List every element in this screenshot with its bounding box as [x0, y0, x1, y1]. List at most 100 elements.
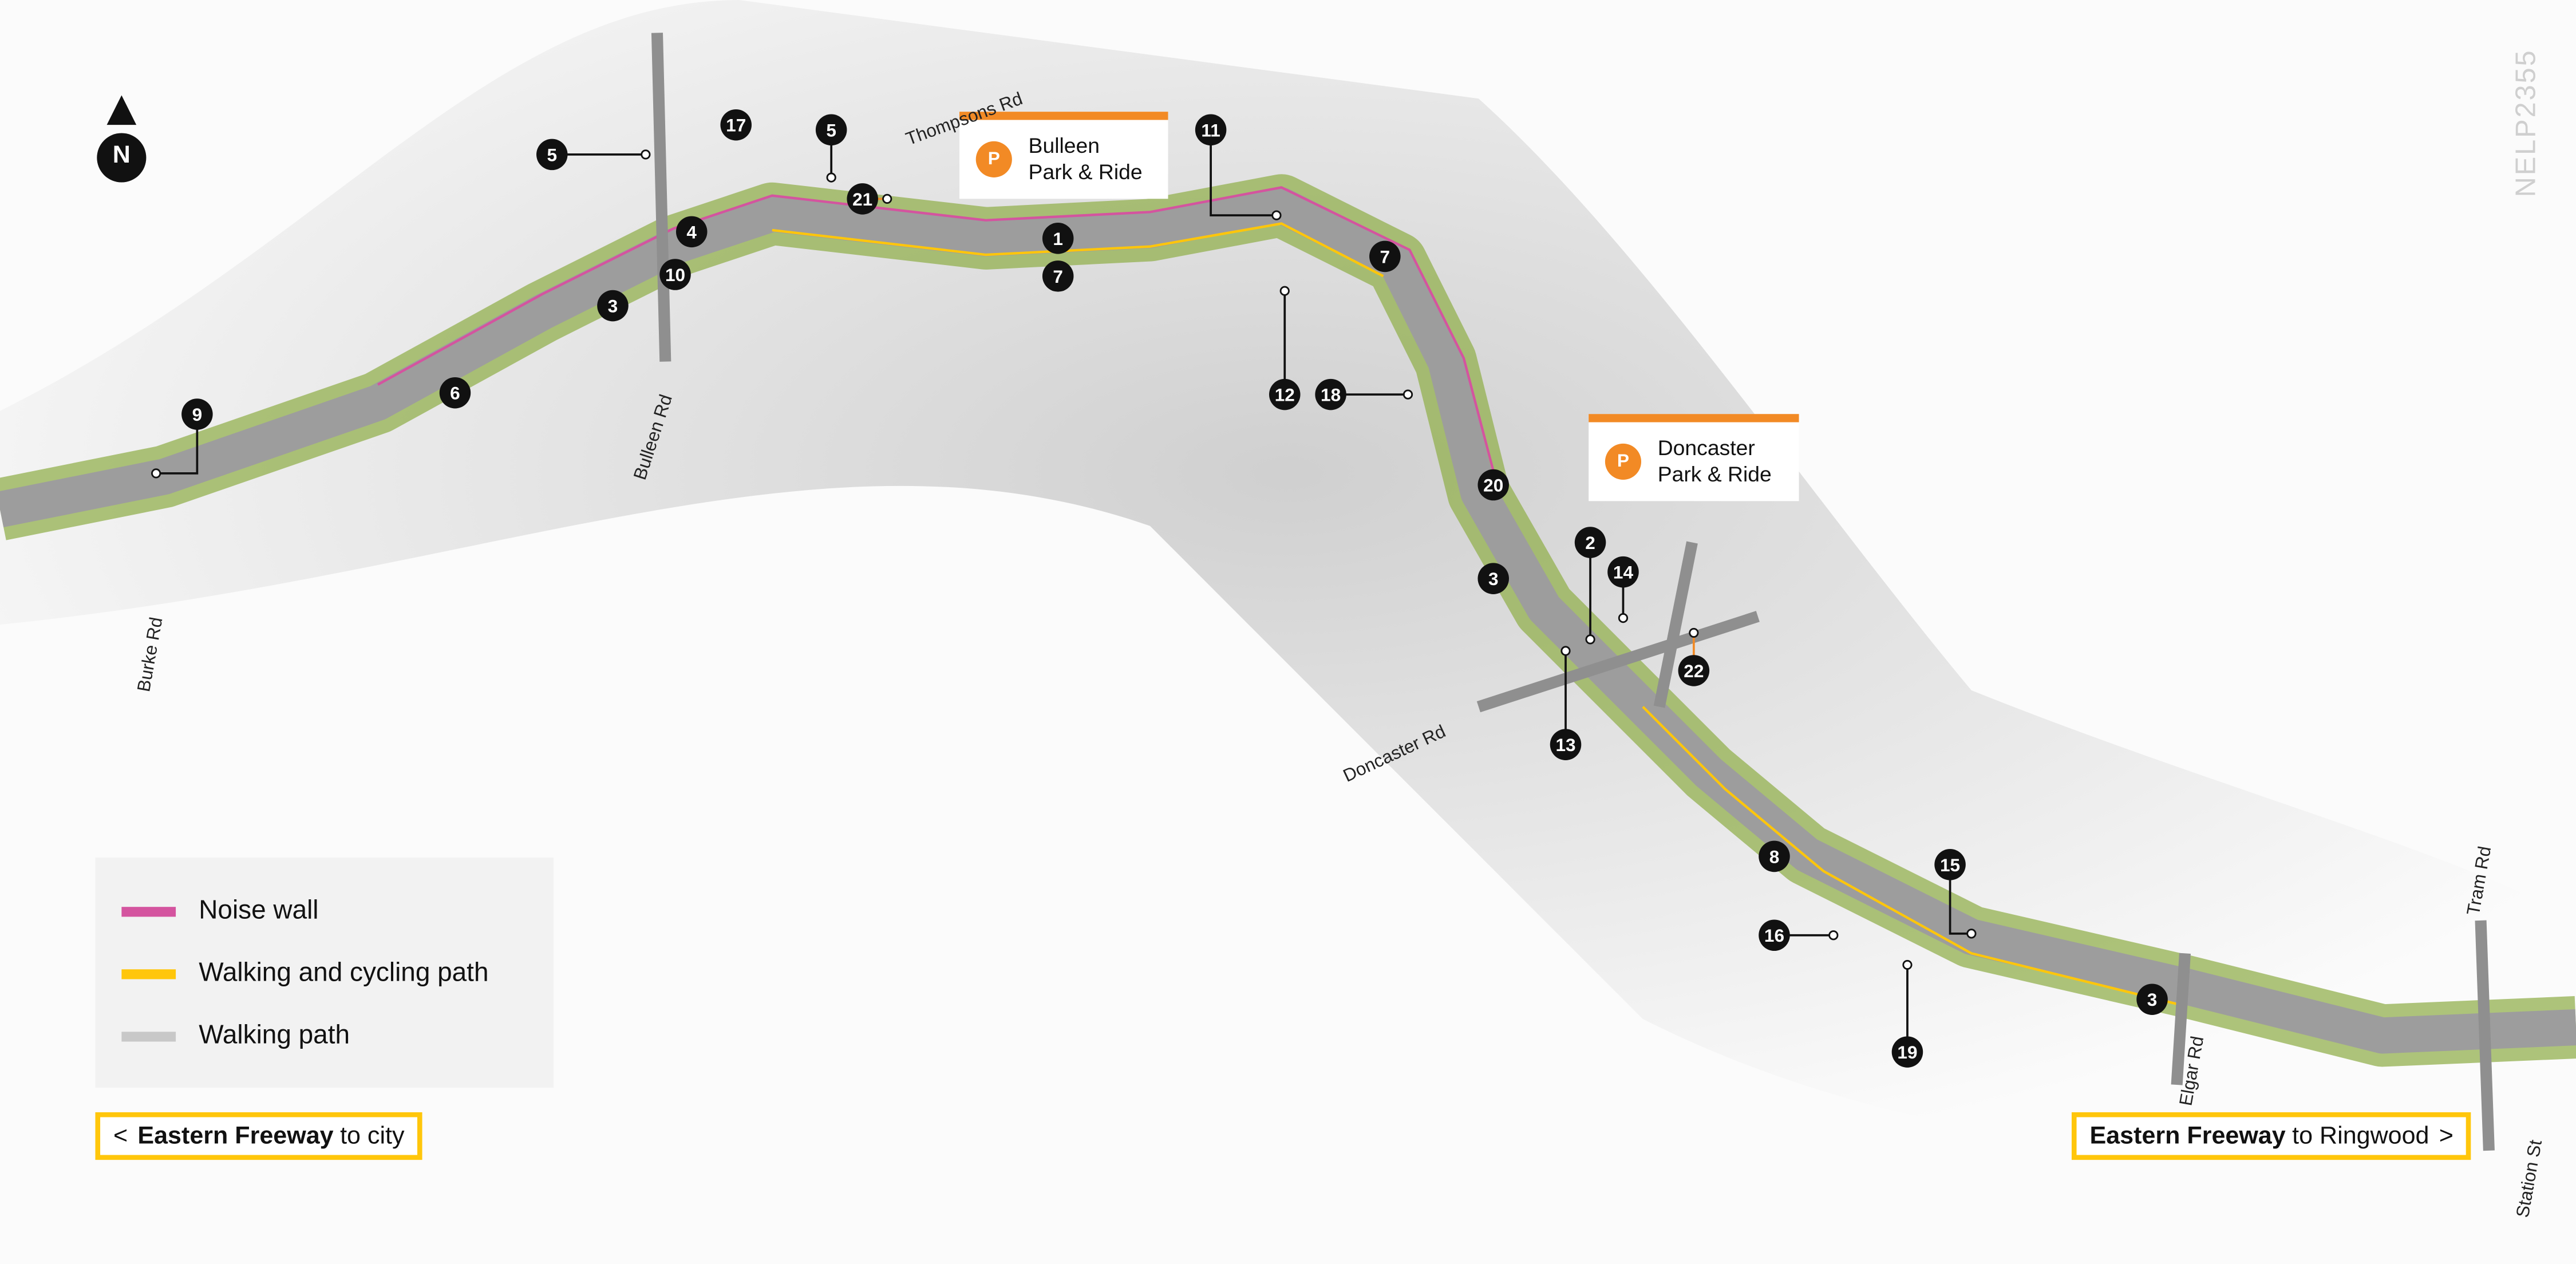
map-marker-7[interactable]: 7	[1042, 260, 1074, 292]
legend-noise-wall: Noise wall	[121, 896, 319, 927]
marker-number: 22	[1684, 661, 1704, 681]
legend-swatch	[121, 907, 176, 917]
legend-label: Noise wall	[199, 896, 319, 925]
map-marker-16[interactable]: 16	[1759, 919, 1839, 951]
marker-badge	[659, 259, 691, 290]
marker-badge	[1550, 729, 1582, 760]
road-label-burke: Burke Rd	[135, 615, 168, 694]
map-marker-5[interactable]: 5	[536, 139, 651, 171]
map-marker-18[interactable]: 18	[1315, 378, 1413, 410]
marker-badge	[1477, 563, 1510, 594]
map-marker-14[interactable]: 14	[1607, 556, 1639, 623]
marker-badge	[1759, 840, 1790, 872]
marker-badge	[1269, 378, 1301, 410]
legend-swatch	[121, 1032, 176, 1042]
marker-badge	[1934, 849, 1966, 880]
map-marker-3[interactable]: 3	[597, 290, 629, 322]
freeway-name: Eastern Freeway	[137, 1122, 334, 1150]
marker-number: 18	[1321, 385, 1341, 405]
marker-number: 15	[1940, 855, 1960, 875]
legend-walking-cycling-path: Walking and cycling path	[121, 959, 488, 989]
direction-to-ringwood: Eastern Freeway to Ringwood >	[2071, 1112, 2472, 1160]
map-marker-20[interactable]: 20	[1477, 469, 1510, 501]
marker-badge	[597, 290, 629, 322]
map-marker-22[interactable]: 22	[1678, 627, 1710, 686]
map-marker-13[interactable]: 13	[1550, 646, 1582, 760]
map-marker-15[interactable]: 15	[1934, 849, 1977, 939]
marker-number: 10	[665, 264, 685, 285]
marker-badge	[720, 109, 752, 141]
map-marker-1[interactable]: 1	[1042, 223, 1074, 254]
map-marker-19[interactable]: 19	[1891, 959, 1923, 1068]
marker-number: 14	[1613, 562, 1634, 583]
marker-number: 21	[852, 189, 872, 210]
road-label-doncaster: Doncaster Rd	[1340, 722, 1449, 787]
marker-number: 2	[1585, 532, 1595, 553]
map-marker-7[interactable]: 7	[1369, 240, 1401, 272]
marker-number: 13	[1555, 734, 1575, 755]
map-marker-9[interactable]: 9	[151, 398, 213, 479]
map-marker-12[interactable]: 12	[1269, 286, 1301, 410]
marker-point	[1402, 389, 1413, 400]
marker-badge	[1315, 378, 1346, 410]
marker-number: 4	[686, 222, 697, 242]
marker-point	[1902, 959, 1913, 970]
marker-point	[641, 149, 651, 160]
marker-number: 17	[726, 115, 746, 136]
marker-number: 20	[1483, 475, 1503, 496]
marker-badge	[1477, 469, 1510, 501]
map-legend: Noise wall Walking and cycling path Walk…	[95, 858, 554, 1088]
map-marker-4[interactable]: 4	[675, 216, 708, 248]
marker-point	[1966, 929, 1977, 939]
noise-wall-line	[377, 186, 1500, 491]
bus-park-icon: P	[1605, 443, 1642, 480]
map-marker-10[interactable]: 10	[659, 259, 691, 290]
map-marker-3[interactable]: 3	[2136, 983, 2168, 1016]
cross-roads	[651, 33, 2495, 1151]
marker-badge	[1042, 260, 1074, 292]
direction-to-city: < Eastern Freeway to city	[95, 1112, 423, 1160]
marker-number: 16	[1764, 925, 1784, 946]
marker-number: 3	[2147, 989, 2158, 1010]
chevron-right-icon: >	[2439, 1122, 2453, 1150]
direction-text: to city	[340, 1122, 405, 1150]
marker-point	[882, 193, 892, 204]
marker-badge	[1042, 223, 1074, 254]
marker-badge	[2136, 983, 2168, 1016]
freeway-name: Eastern Freeway	[2089, 1122, 2286, 1150]
map-marker-6[interactable]: 6	[439, 377, 471, 409]
marker-number: 5	[826, 120, 836, 140]
map-marker-17[interactable]: 17	[720, 109, 752, 141]
road-label-elgar: Elgar Rd	[2176, 1034, 2208, 1108]
north-label: N	[112, 141, 131, 169]
marker-badge	[1574, 527, 1606, 558]
marker-badge	[1759, 919, 1790, 951]
map-marker-21[interactable]: 21	[847, 183, 892, 215]
map-marker-8[interactable]: 8	[1759, 840, 1790, 872]
park-ride-type: Park & Ride	[1657, 461, 1772, 487]
marker-badge	[536, 139, 568, 171]
marker-badge	[675, 216, 708, 248]
map-marker-3[interactable]: 3	[1477, 563, 1510, 594]
map-marker-11[interactable]: 11	[1195, 114, 1282, 220]
map-marker-2[interactable]: 2	[1574, 527, 1606, 645]
road-label-bulleen: Bulleen Rd	[631, 392, 677, 483]
marker-number: 3	[1488, 568, 1499, 589]
marker-number: 6	[450, 383, 460, 404]
marker-point	[1585, 634, 1595, 645]
legend-label: Walking path	[199, 1022, 350, 1050]
marker-badge	[439, 377, 471, 409]
legend-swatch	[121, 969, 176, 979]
marker-leader-line	[156, 414, 199, 475]
marker-number: 19	[1897, 1042, 1917, 1062]
marker-number: 7	[1380, 246, 1390, 267]
road-label-tram: Tram Rd	[2464, 844, 2496, 917]
marker-badge	[1195, 114, 1227, 146]
map-marker-5[interactable]: 5	[815, 114, 847, 183]
marker-leader-line	[1949, 864, 1971, 935]
park-ride-type: Park & Ride	[1028, 159, 1143, 184]
marker-number: 12	[1275, 385, 1295, 405]
